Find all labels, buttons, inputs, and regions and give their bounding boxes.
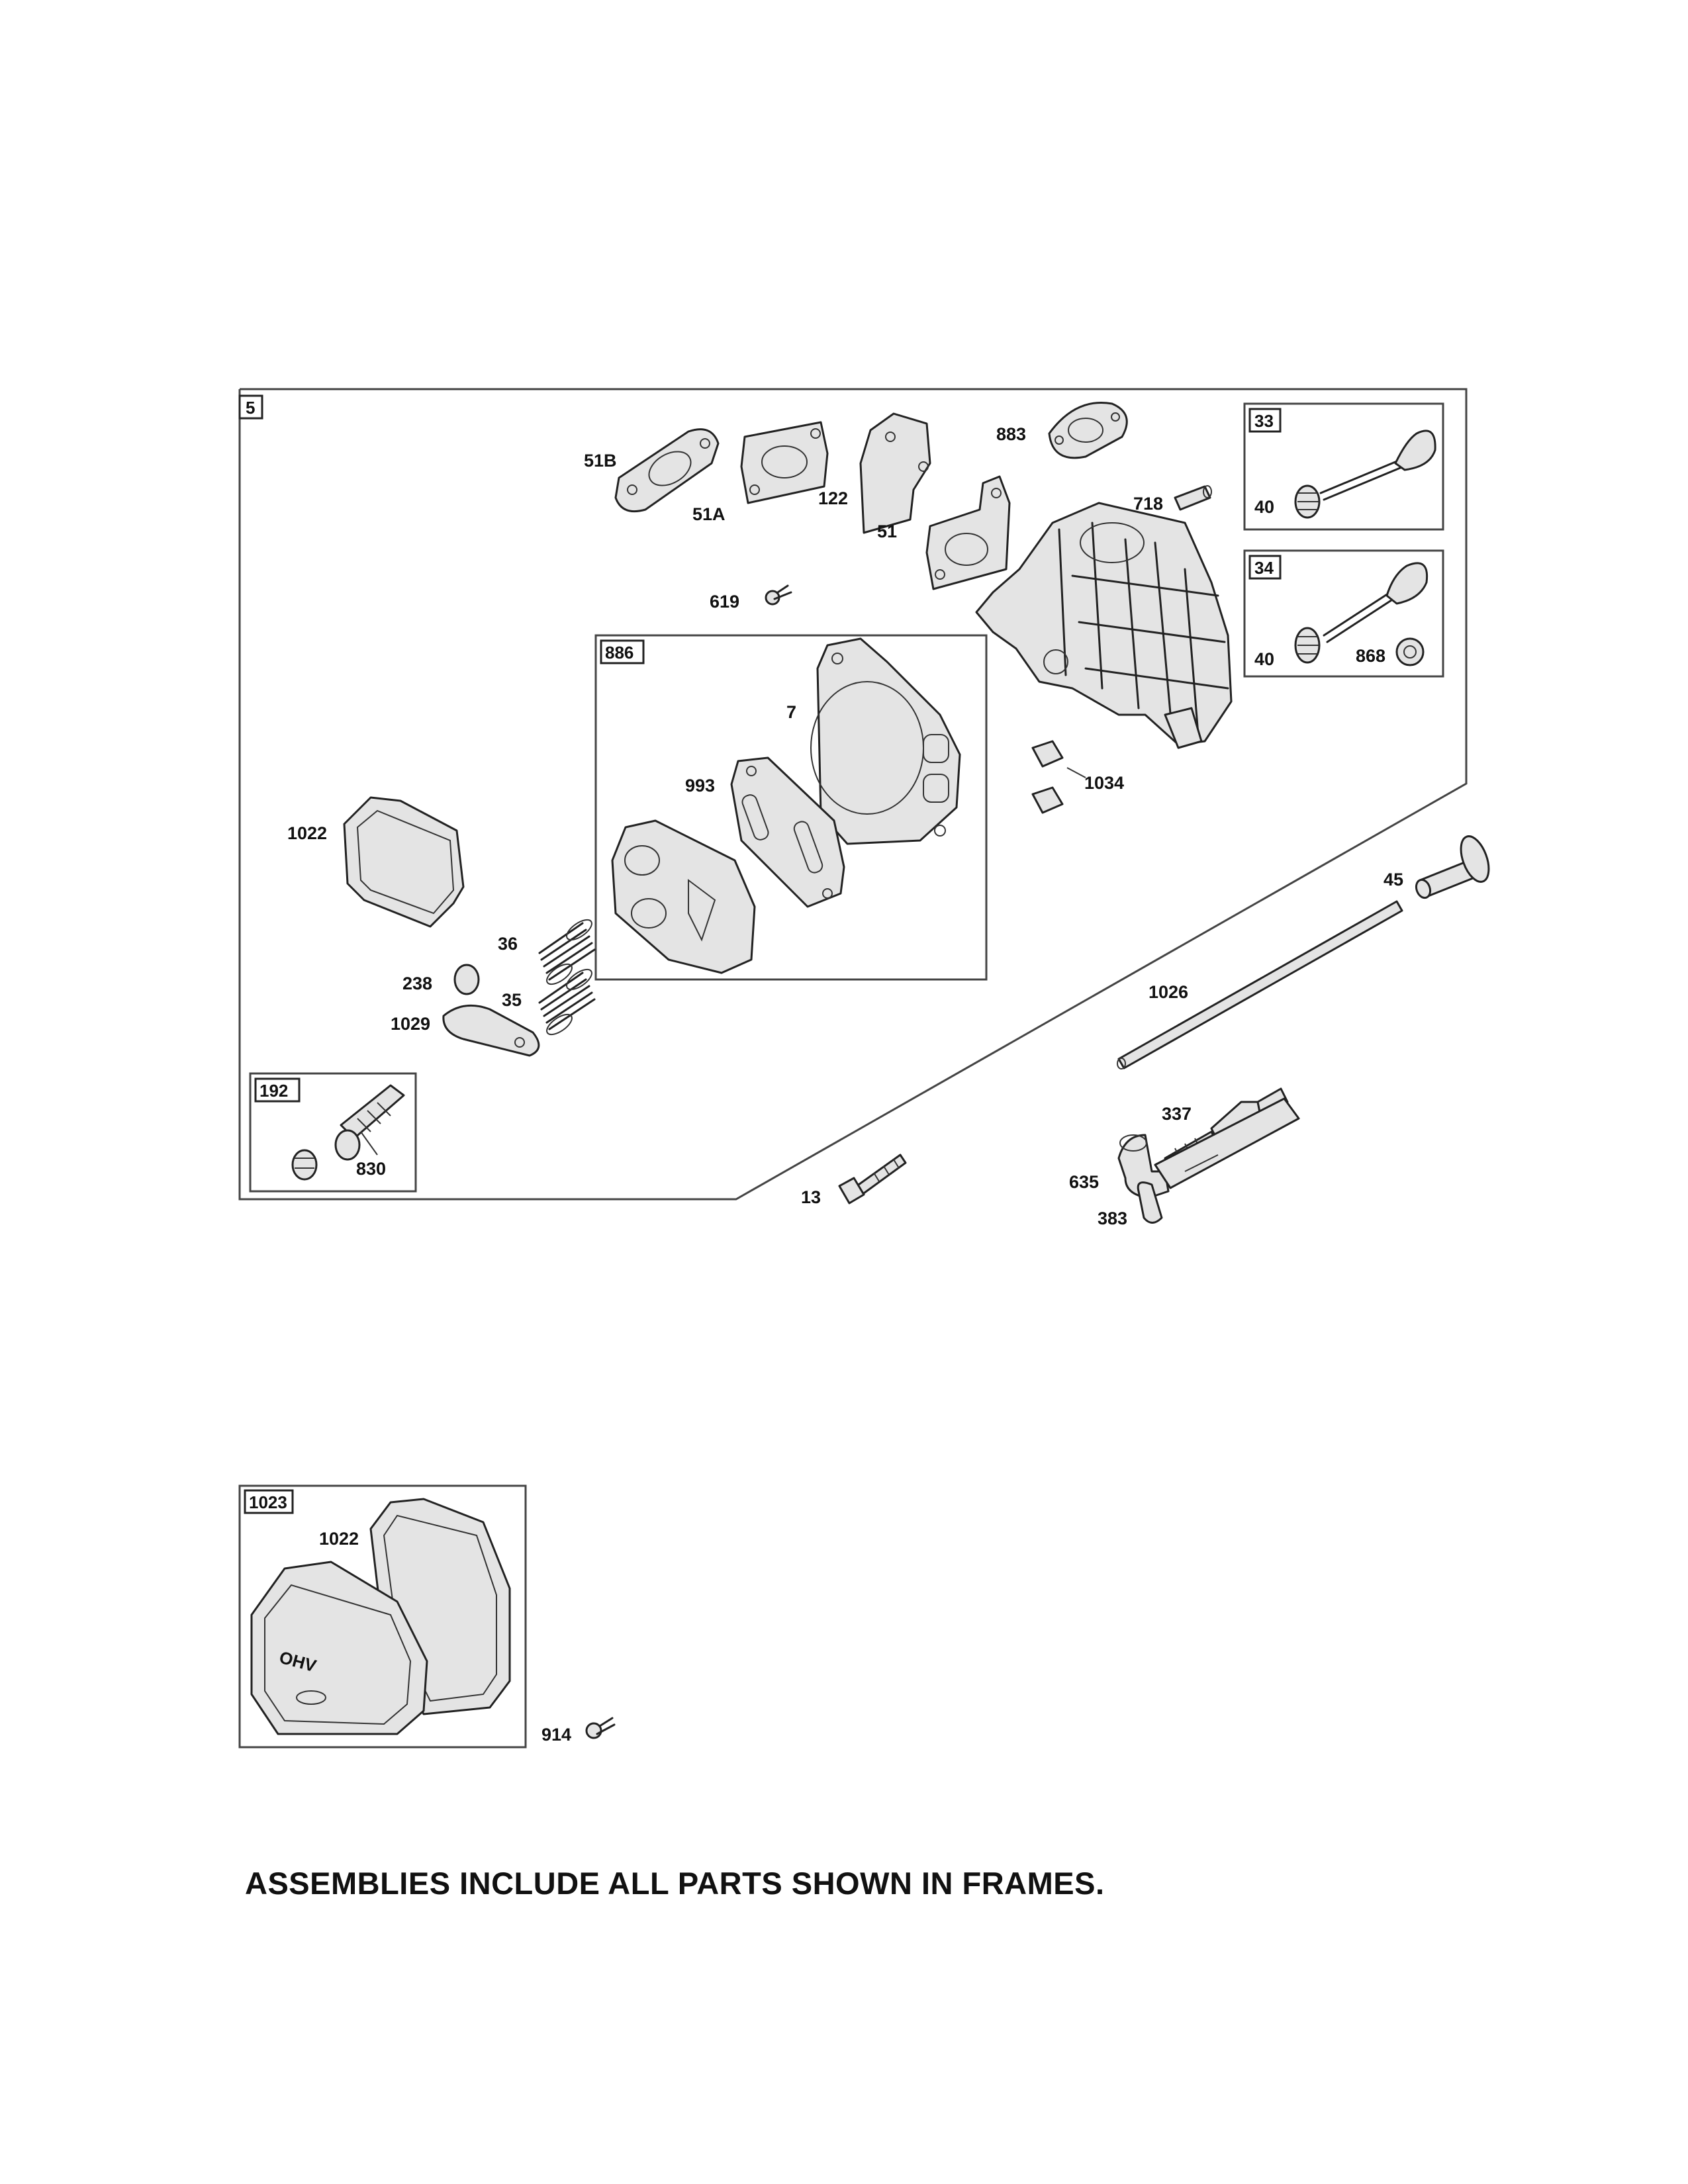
rocker-arm-1029: 1029 [391, 1004, 540, 1057]
callout-51: 51 [877, 522, 897, 541]
gasket-883: 883 [996, 402, 1128, 459]
callout-238: 238 [402, 974, 432, 993]
gasket-51: 51 [877, 475, 1011, 590]
gasket-1022: 1022 [287, 796, 465, 928]
callout-914: 914 [541, 1725, 571, 1745]
frame-192-label: 192 [259, 1081, 288, 1101]
callout-1029: 1029 [391, 1014, 430, 1034]
valve-spring-36: 36 [498, 919, 596, 985]
callout-40-intake: 40 [1254, 497, 1274, 517]
assembly-footnote: ASSEMBLIES INCLUDE ALL PARTS SHOWN IN FR… [245, 1866, 1105, 1901]
callout-1026: 1026 [1149, 982, 1188, 1002]
gasket-51a: 51A [692, 421, 829, 524]
callout-635: 635 [1069, 1172, 1099, 1192]
callout-45: 45 [1383, 870, 1403, 889]
frame-886-label: 886 [605, 643, 633, 662]
callout-883: 883 [996, 424, 1026, 444]
callout-51a: 51A [692, 504, 726, 524]
callout-40-exhaust: 40 [1254, 649, 1274, 669]
callout-7: 7 [786, 702, 796, 722]
frame-886-gasket-set: 886 7 993 [594, 634, 988, 981]
callout-1022-lower: 1022 [319, 1529, 359, 1549]
frame-33-intake-valve: 33 40 [1243, 402, 1444, 531]
callout-122: 122 [818, 488, 848, 508]
washer-238: 238 [402, 964, 480, 995]
callout-383: 383 [1098, 1208, 1127, 1228]
tappet-45: 45 [1383, 835, 1490, 899]
gasket-51b: 51B [584, 428, 720, 513]
callout-619: 619 [710, 592, 739, 612]
bolt-13: 13 [801, 1154, 907, 1207]
callout-1022-upper: 1022 [287, 823, 327, 843]
callout-1034: 1034 [1084, 773, 1124, 793]
spark-plug-boot-635: 635 [1069, 1134, 1170, 1199]
frame-5-cylinder-head-assembly: 5 [238, 388, 1468, 1201]
breather-383: 383 [1098, 1097, 1300, 1228]
frame-34-label: 34 [1254, 558, 1274, 578]
plate-122: 122 [818, 412, 931, 534]
screw-619: 619 [710, 584, 792, 612]
callout-993: 993 [685, 776, 715, 796]
push-rod-1026: 1026 [1117, 900, 1403, 1069]
frame-33-label: 33 [1254, 411, 1274, 431]
frame-5-label: 5 [246, 398, 255, 418]
frame-192-rocker-stud-assembly: 192 830 [249, 1072, 417, 1193]
callout-36: 36 [498, 934, 518, 954]
dowel-pin-718: 718 [1133, 485, 1212, 514]
screw-914: 914 [541, 1717, 616, 1745]
callout-51b: 51B [584, 451, 617, 471]
valve-spring-35: 35 [502, 968, 596, 1036]
callout-35: 35 [502, 990, 522, 1010]
callout-718: 718 [1133, 494, 1163, 514]
callout-13: 13 [801, 1187, 821, 1207]
callout-830: 830 [356, 1159, 386, 1179]
callout-337: 337 [1162, 1104, 1192, 1124]
callout-868: 868 [1356, 646, 1385, 666]
cylinder-head [975, 502, 1233, 749]
frame-1023-label: 1023 [249, 1492, 287, 1512]
frame-1023-rocker-cover-assembly: 1023 1022 OHV [238, 1484, 527, 1749]
frame-34-exhaust-valve: 34 40 868 [1243, 549, 1444, 678]
clips-1034: 1034 [1031, 740, 1124, 814]
